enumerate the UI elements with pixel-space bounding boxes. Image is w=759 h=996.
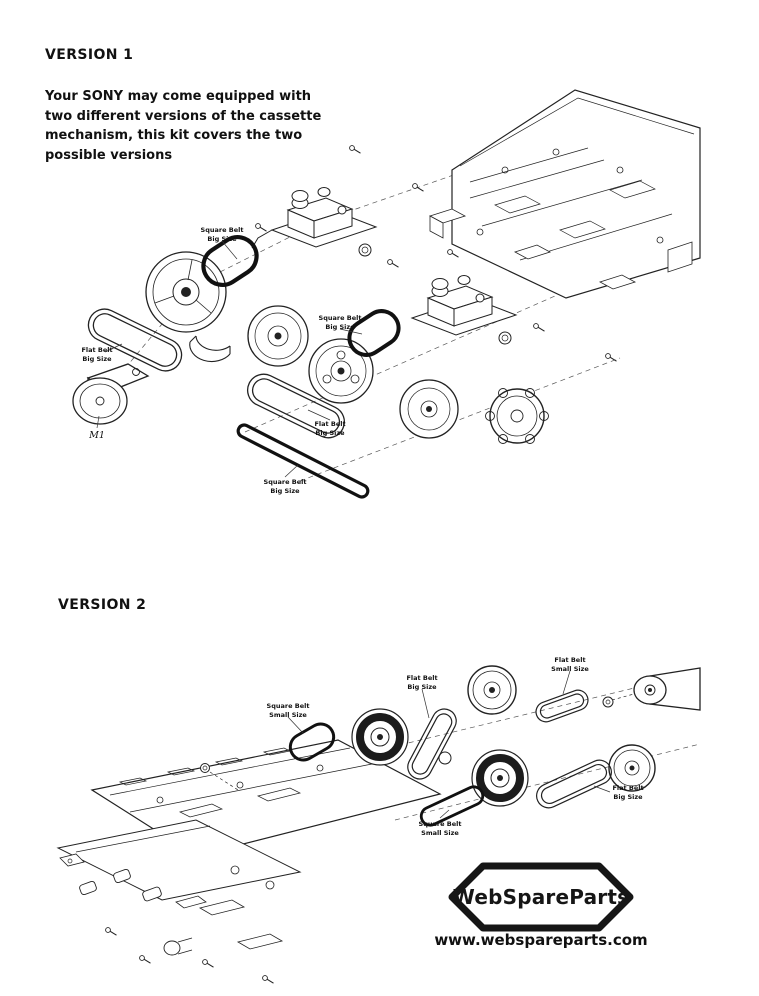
v2-label-flat-belt-small-1: Flat Belt Small Size [551,656,589,674]
version1-title: VERSION 1 [45,47,134,63]
v1-label-square-belt-big-1: Square Belt Big Size [200,226,244,244]
v1-square-belt-big-2 [347,309,401,357]
v1-label-motor-m1: M1 [89,430,105,441]
logo-hexagon [448,862,634,932]
v2-label-flat-belt-big-2: Flat Belt Big Size [612,784,644,802]
v2-label-flat-belt-big-1: Flat Belt Big Size [406,674,438,692]
v1-square-belt-big-3 [236,423,370,499]
v1-label-square-belt-big-2: Square Belt Big Size [318,314,362,332]
v2-pulley-2 [608,744,656,792]
v2-motor [602,667,701,711]
v2-mounting-bolt [200,763,239,791]
v1-flywheel-1 [247,305,309,367]
v1-chassis [428,89,701,299]
v2-flat-belt-small-1 [535,689,589,723]
v1-flat-belt-big-2 [246,373,346,439]
v1-head-assembly-right [410,275,518,345]
version2-title: VERSION 2 [58,597,147,613]
v1-motor-m1 [72,363,150,425]
v1-drive-pulley [145,251,227,333]
v1-flywheel-2 [308,338,374,404]
v2-lower-deck [56,819,302,984]
v2-label-square-belt-small-2: Square Belt Small Size [418,820,462,838]
v2-flywheel-1 [351,708,409,766]
v1-flywheel-3 [399,379,459,439]
v2-idler-pulley [438,751,452,765]
v2-flat-belt-big-1 [407,708,457,780]
v2-exploded-view [56,665,701,984]
intro-text: Your SONY may come equipped with two dif… [45,89,322,163]
v1-head-assembly-left [251,187,378,257]
v2-square-belt-small-2 [419,785,485,827]
v2-flywheel-2 [471,749,529,807]
v1-leader-lines [96,240,363,478]
v2-square-belt-small-1 [288,722,336,762]
v2-pulley-1 [467,665,517,715]
v2-label-square-belt-small-1: Square Belt Small Size [266,702,310,720]
v1-exploded-view [72,89,701,499]
v1-belt-guide-bracket [189,335,231,363]
v1-label-flat-belt-big-2: Flat Belt Big Size [314,420,346,438]
v1-flat-belt-big-1 [87,308,183,372]
v2-leader-lines [287,670,611,819]
v1-square-belt-big-1 [201,234,259,288]
v2-flat-belt-big-2 [536,759,612,809]
logo-wordmark: WebSpareParts [452,885,630,909]
v1-label-flat-belt-big-1: Flat Belt Big Size [81,346,113,364]
v1-scalloped-pulley [485,388,549,444]
website-url: www.webspareparts.com [434,931,648,949]
v1-label-square-belt-big-3: Square Belt Big Size [263,478,307,496]
